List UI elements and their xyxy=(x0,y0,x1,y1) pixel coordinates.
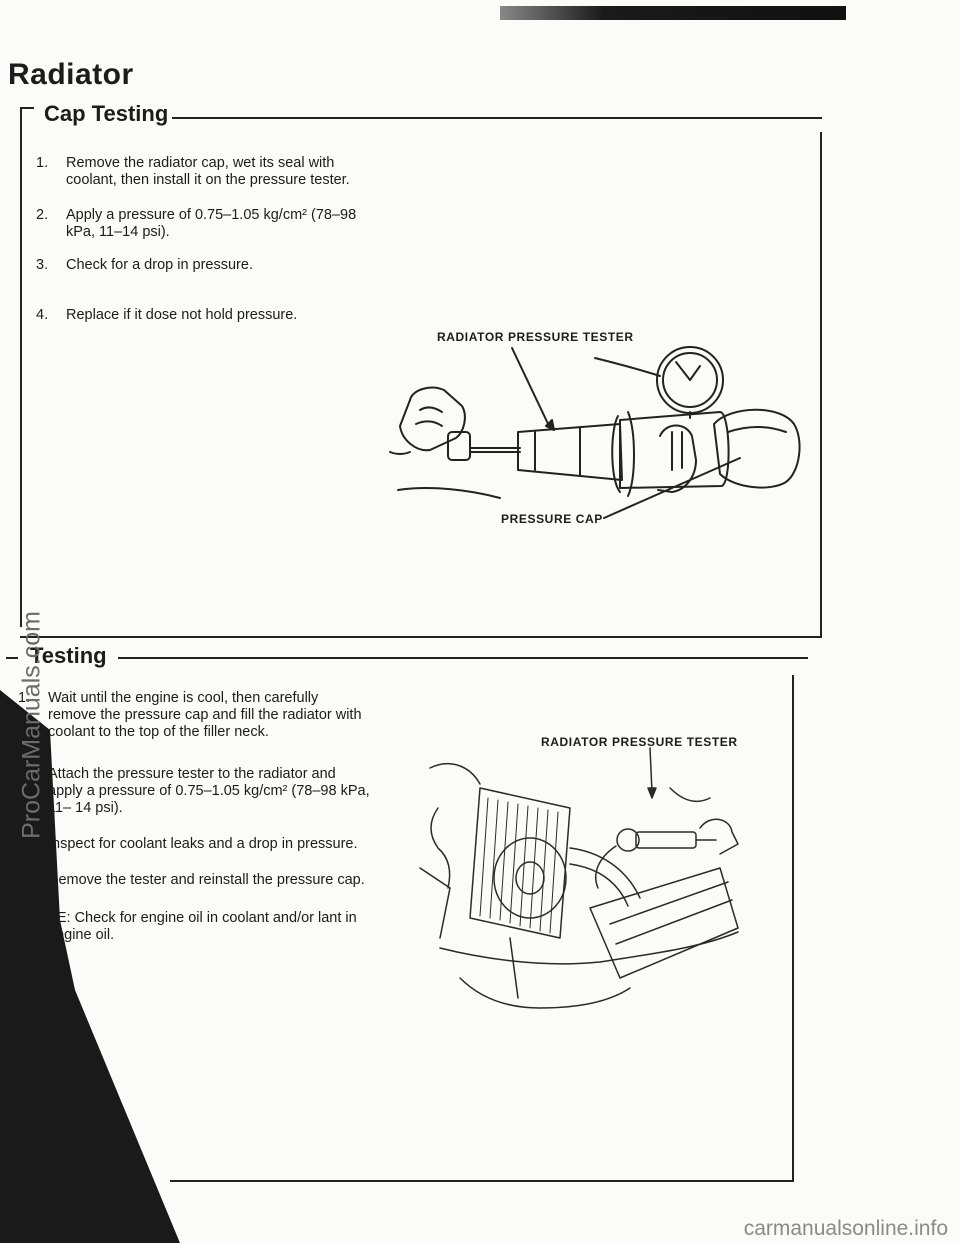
section-frame-bottom xyxy=(20,636,822,638)
section-frame-right xyxy=(792,675,794,1182)
section-frame-top xyxy=(172,117,822,119)
figure-label-tester: RADIATOR PRESSURE TESTER xyxy=(541,735,738,749)
watermark-bottom: carmanualsonline.info xyxy=(743,1217,948,1240)
watermark-vertical: ProCarManuals.com xyxy=(17,611,46,839)
section-heading: Cap Testing xyxy=(44,101,169,126)
section-frame-right xyxy=(820,132,822,637)
section-frame-left xyxy=(20,107,22,627)
section-frame-bottom xyxy=(170,1180,794,1182)
section-frame-top-left xyxy=(20,107,34,109)
section-frame-top xyxy=(118,657,808,659)
section-frame-top-left xyxy=(6,657,18,659)
header-bar xyxy=(500,6,846,20)
page-title: Radiator xyxy=(8,58,134,91)
scan-shadow xyxy=(0,690,180,1243)
engine-bay-illustration xyxy=(419,747,739,1009)
figure-label-cap: PRESSURE CAP xyxy=(501,512,603,526)
pressure-tester-illustration xyxy=(389,346,801,519)
section-heading: Testing xyxy=(30,643,107,668)
figure-label-tester: RADIATOR PRESSURE TESTER xyxy=(437,330,634,344)
